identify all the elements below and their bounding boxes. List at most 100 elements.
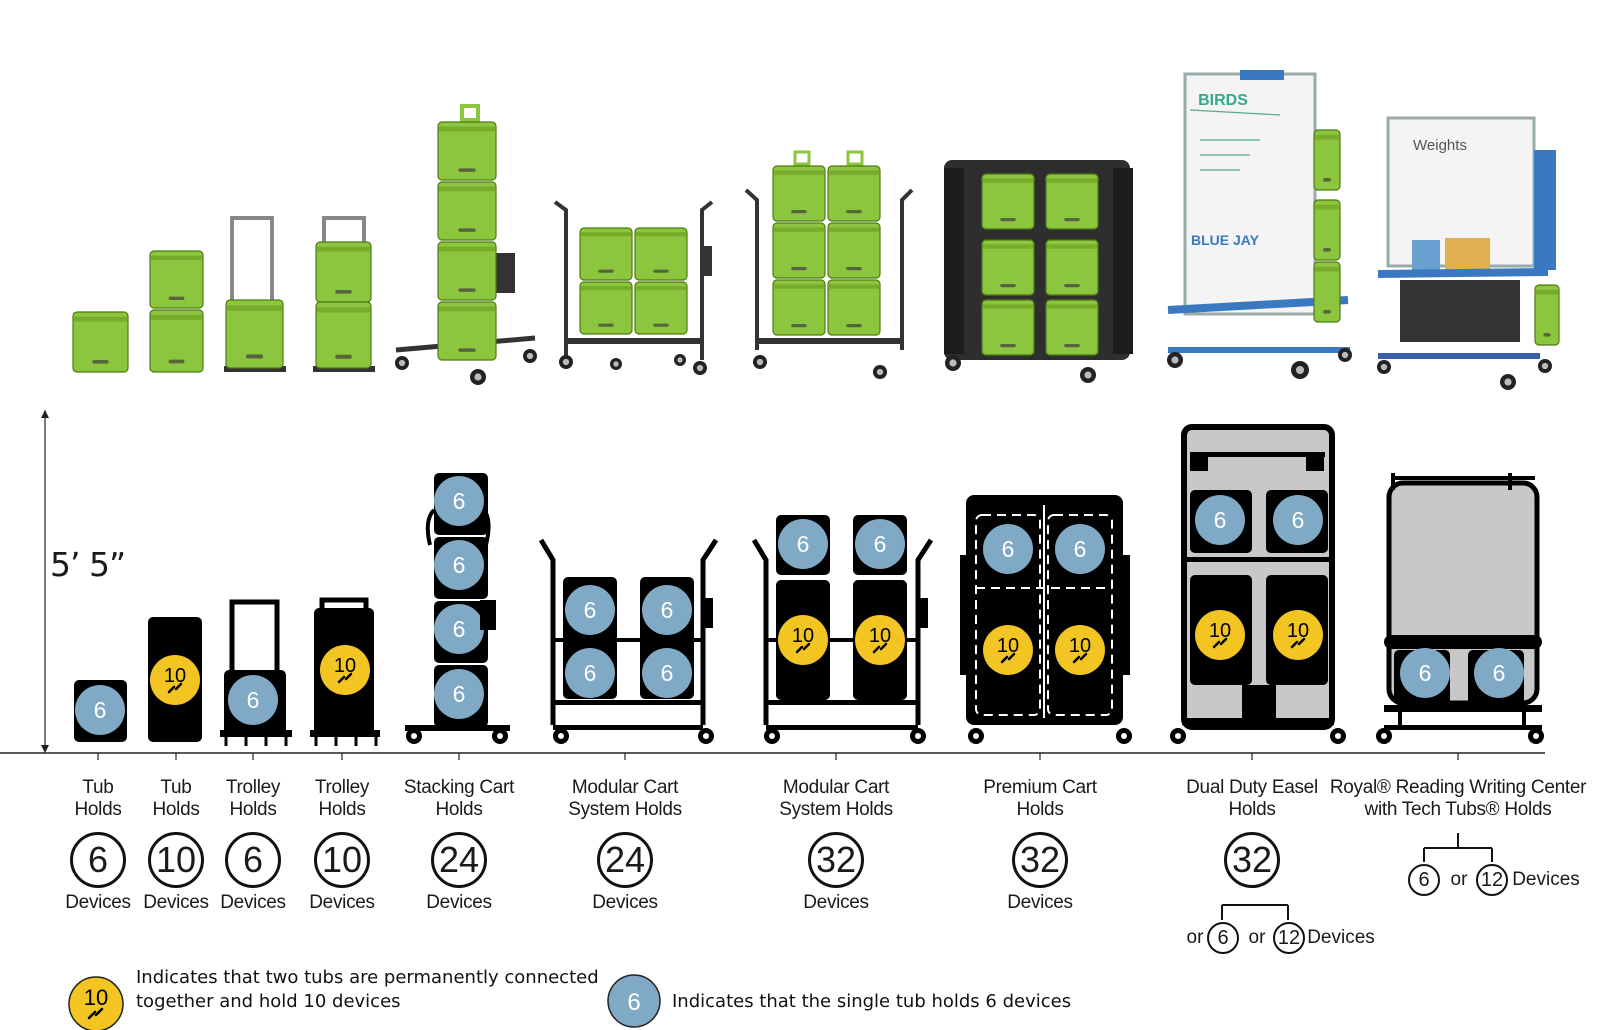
blue-six-badge: 6 [983,524,1033,574]
legend-yellow-badge: 10 [68,976,124,1030]
green-tub [1045,299,1099,356]
caption-line: System Holds [779,799,893,820]
easel-options-tree [1221,904,1289,920]
photo-trolley-6 [224,216,286,372]
green-tub [1045,173,1099,230]
legend-blue-text: Indicates that the single tub holds 6 de… [672,991,1072,1012]
blue-six-badge: 6 [434,540,484,590]
height-label: 5’ 5” [50,545,126,584]
caster-wheel [968,728,984,744]
caption-line: Holds [152,799,200,820]
dashed-tub [1047,514,1113,716]
blue-six-badge: 6 [434,604,484,654]
caster-wheel [698,728,714,744]
badge-number: 6 [1419,660,1432,686]
yellow-ten-badge: 10 [1273,610,1323,660]
green-tub [772,279,826,336]
blue-six-badge: 6 [1474,648,1524,698]
link-icon [795,642,811,654]
caption-line: Holds [1016,799,1064,820]
count-ring-trolley6: 6 [225,832,281,888]
caster-wheel [406,728,422,744]
blue-six-badge: 6 [1195,495,1245,545]
yellow-ten-badge: 10 [1055,625,1105,675]
devices-label-modular24: Devices [592,892,658,913]
devices-label-premium: Devices [1007,892,1073,913]
green-tub [1313,199,1341,261]
caption-line: Tub [82,777,114,798]
devices-label-stacking: Devices [426,892,492,913]
blue-six-badge: 6 [642,648,692,698]
caster-wheel [492,728,508,744]
green-tub [827,165,881,222]
caster-wheel [553,728,569,744]
badge-number: 6 [874,531,887,557]
legend-yellow-text: Indicates that two tubs are permanently … [136,966,599,1014]
caption-line: Trolley [225,777,281,798]
link-icon [1072,652,1088,664]
blue-six-badge: 6 [228,675,278,725]
yellow-ten-badge: 10 [150,655,200,705]
green-tub [1313,261,1341,323]
caption-line: Stacking Cart [403,777,515,798]
badge-number: 10 [792,625,814,647]
easel-devices: Devices [1307,927,1375,948]
blue-six-badge: 6 [565,648,615,698]
caption-line: Premium Cart [983,777,1097,798]
photo-modular-24 [553,200,714,375]
devices-label-trolley10: Devices [309,892,375,913]
caption-line: Trolley [314,777,370,798]
badge-number: 6 [661,660,674,686]
green-tub [437,181,497,241]
badge-number: 6 [584,660,597,686]
badge-number: 6 [1292,507,1305,533]
green-tub [634,281,688,335]
badge-number: 6 [94,697,107,723]
count-ring-premium: 32 [1012,832,1068,888]
link-icon [1212,637,1228,649]
blue-six-badge: 6 [1055,524,1105,574]
royal-options-tree [1423,833,1493,862]
photo-trolley-10 [313,216,375,372]
badge-number: 6 [661,597,674,623]
green-tub [437,121,497,181]
caption-line: Holds [435,799,483,820]
caster-wheel [1330,728,1346,744]
count-ring-trolley10: 10 [314,832,370,888]
blue-six-badge: 6 [434,476,484,526]
badge-number: 10 [1069,635,1091,657]
green-tub [72,311,129,373]
dashed-tub [975,514,1041,716]
caption-line: Holds [229,799,277,820]
blue-six-badge: 6 [1273,495,1323,545]
count-ring-modular32: 32 [808,832,864,888]
green-tub [1313,129,1341,191]
badge-number: 6 [797,531,810,557]
count-ring-stacking: 24 [431,832,487,888]
green-tub [579,227,633,281]
blue-six-badge: 6 [565,585,615,635]
green-tub [315,301,372,369]
easel-or-1: or [1186,927,1204,948]
blue-six-badge: 6 [855,519,905,569]
badge-number: 6 [1002,536,1015,562]
caption-line: Royal® Reading Writing Center [1329,777,1587,798]
link-icon [1290,637,1306,649]
badge-number: 6 [453,616,466,642]
caster-wheel [1376,728,1392,744]
caster-wheel [1116,728,1132,744]
badge-number: 6 [584,597,597,623]
green-tub [149,250,204,309]
devices-label-modular32: Devices [803,892,869,913]
badge-number: 10 [1209,620,1231,642]
caster-wheel [1528,728,1544,744]
devices-label-tub10: Devices [143,892,209,913]
